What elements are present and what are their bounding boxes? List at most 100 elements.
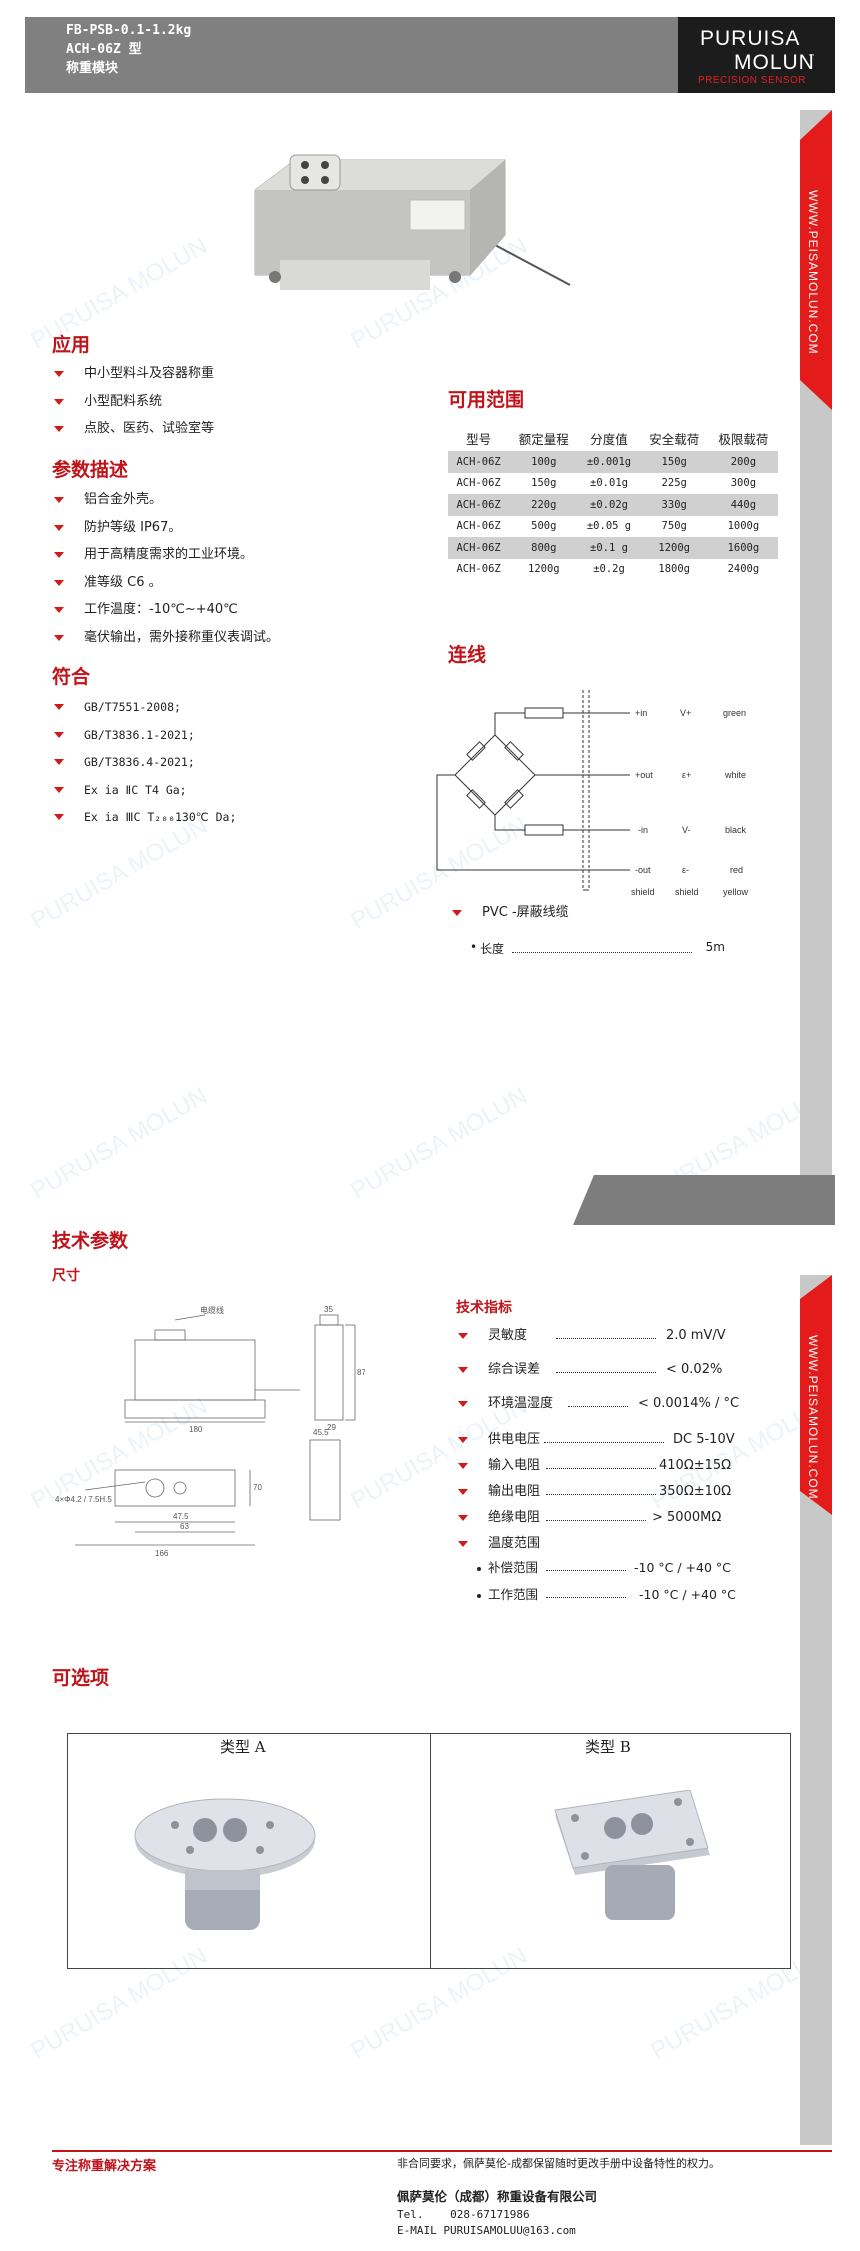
col-header: 型号: [466, 431, 492, 447]
spec-value: < 0.0014% / °C: [638, 1396, 740, 1411]
list-item: 点胶、医药、试验室等: [52, 419, 412, 447]
product-photo: [254, 154, 571, 290]
options-divider: [430, 1733, 431, 1969]
table-cell: 440g: [708, 494, 778, 516]
spec-label: 绝缘电阻: [488, 1510, 541, 1525]
spec-label: 灵敏度: [488, 1328, 528, 1343]
dim-label: 87: [357, 1368, 365, 1377]
temp-value: -10 °C / +40 °C: [639, 1587, 736, 1602]
header-title: FB-PSB-0.1-1.2kg ACH-06Z 型 称重模块: [66, 21, 191, 78]
tech-title: 技术参数: [52, 1230, 129, 1252]
list-item: 中小型料斗及容器称重: [52, 364, 412, 392]
cable-length: • 长度 5m: [470, 940, 725, 956]
temp-list: 补偿范围-10 °C / +40 °C 工作范围 -10 °C / +40 °C: [474, 1558, 754, 1612]
spec-item: 综合误差< 0.02%: [456, 1360, 756, 1394]
dim-label: 35: [324, 1305, 333, 1314]
dim-label: 63: [180, 1522, 189, 1531]
dim-note: 4×Φ4.2 / 7.5H.5: [55, 1495, 112, 1504]
table-cell: ACH-06Z: [456, 563, 501, 576]
table-cell: 100g: [509, 451, 579, 473]
cable-list: PVC -屏蔽线缆: [450, 903, 750, 931]
col-header: 极限载荷: [718, 431, 769, 447]
dim-label: 70: [253, 1483, 262, 1492]
table-cell: 1800g: [658, 563, 690, 576]
list-item: GB/T7551-2008;: [52, 697, 412, 725]
table-cell: ±0.001g: [578, 451, 640, 473]
tel-label: Tel.: [397, 2208, 424, 2221]
brand-tagline: PRECISION SENSOR: [698, 75, 807, 86]
col-header: 额定量程: [518, 431, 569, 447]
spec-label: 输出电阻: [488, 1484, 541, 1499]
table-cell: 300g: [730, 477, 757, 490]
spec-label: 供电电压: [488, 1432, 541, 1447]
col-header: 安全载荷: [649, 431, 700, 447]
list-item: PVC -屏蔽线缆: [450, 903, 750, 931]
brand-name-2: MOLUN: [734, 51, 815, 74]
length-value: 5m: [705, 940, 725, 954]
pin-symbol: V+: [680, 708, 691, 718]
temp-value: -10 °C / +40 °C: [634, 1560, 731, 1575]
table-cell: 330g: [639, 494, 709, 516]
pin-symbol: ε+: [682, 770, 691, 780]
table-cell: ACH-06Z: [448, 451, 510, 473]
spec-item: 环境温湿度 < 0.0014% / °C: [456, 1394, 756, 1430]
table-cell: 150g: [531, 477, 557, 490]
list-item: 工作温度：-10℃~+40℃: [52, 600, 432, 628]
list-item: GB/T3836.1-2021;: [52, 725, 412, 753]
table-cell: ACH-06Z: [448, 494, 510, 516]
pin-label: -out: [635, 865, 651, 875]
table-row: ACH-06Z 1200g ±0.2g 1800g 2400g: [448, 559, 778, 581]
table-cell: ±0.1 g: [578, 537, 640, 559]
range-title: 可用范围: [448, 389, 525, 411]
list-item: 小型配料系统: [52, 392, 412, 420]
table-cell: 750g: [661, 520, 687, 533]
type-a-label: 类型 A: [220, 1738, 266, 1756]
pin-color: green: [723, 708, 746, 718]
temp-item: 补偿范围-10 °C / +40 °C: [474, 1558, 754, 1585]
table-cell: 220g: [509, 494, 579, 516]
pin-color: yellow: [723, 887, 749, 897]
brand-logo: PURUISA MOLUN ™ PRECISION SENSOR: [678, 17, 835, 93]
table-cell: ±0.01g: [590, 477, 628, 490]
side-url: WWW.PEISAMOLUN.COM: [806, 1335, 820, 1500]
type-a-image: [134, 1798, 316, 1930]
wiring-diagram: +in V+ green +out ε+ white -in V- black …: [436, 690, 749, 897]
list-item: 准等级 C6 。: [52, 573, 432, 601]
dim-label: 180: [189, 1425, 203, 1434]
product-type: 称重模块: [66, 61, 119, 76]
table-row: ACH-06Z 220g ±0.02g 330g 440g: [448, 494, 778, 516]
dim-label: 电缆线: [200, 1305, 224, 1315]
brand-name-1: PURUISA: [700, 27, 801, 50]
temp-item: 工作范围 -10 °C / +40 °C: [474, 1585, 754, 1612]
dim-label: 45.5: [313, 1428, 329, 1437]
spec-label: 温度范围: [488, 1536, 541, 1551]
table-row: ACH-06Z 800g ±0.1 g 1200g 1600g: [448, 537, 778, 559]
spec-label: 环境温湿度: [488, 1396, 554, 1411]
table-header-row: 型号 额定量程 分度值 安全载荷 极限载荷: [448, 425, 778, 451]
watermark: PURUISA MOLUN: [346, 1082, 532, 1205]
spec-value: 350Ω±10Ω: [659, 1484, 732, 1499]
spec-value: 410Ω±15Ω: [659, 1458, 732, 1473]
type-b-label: 类型 B: [585, 1738, 631, 1756]
list-item: 用于高精度需求的工业环境。: [52, 545, 432, 573]
table-cell: ACH-06Z: [448, 537, 510, 559]
list-item: Ex ia ⅡC T4 Ga;: [52, 780, 412, 808]
tel-value: 028-67171986: [450, 2208, 530, 2221]
table-row: ACH-06Z 100g ±0.001g 150g 200g: [448, 451, 778, 473]
footer-line: [52, 2150, 832, 2152]
spec-value: > 5000MΩ: [652, 1510, 722, 1525]
table-cell: 800g: [509, 537, 579, 559]
pin-color: black: [725, 825, 747, 835]
temp-label: 工作范围: [488, 1587, 539, 1602]
dim-label: 166: [155, 1549, 169, 1558]
table-cell: 1000g: [727, 520, 760, 533]
table-cell: 200g: [708, 451, 778, 473]
application-title: 应用: [52, 334, 91, 356]
wiring-title: 连线: [448, 644, 487, 666]
table-cell: ±0.02g: [578, 494, 640, 516]
list-item: 毫伏输出，需外接称重仪表调试。: [52, 628, 432, 656]
dim-label: 47.5: [173, 1512, 189, 1521]
